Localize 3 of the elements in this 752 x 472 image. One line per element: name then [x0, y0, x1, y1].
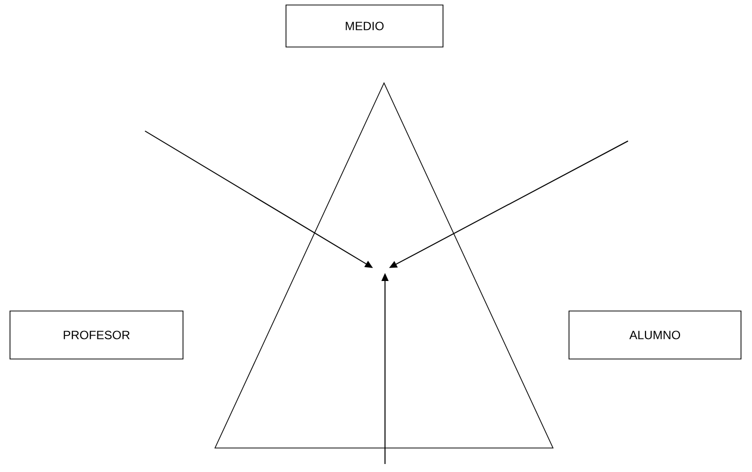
- label-box: PROFESOR: [10, 310, 184, 360]
- label-box: ALUMNO: [568, 310, 742, 360]
- label-box: MEDIO: [286, 4, 444, 48]
